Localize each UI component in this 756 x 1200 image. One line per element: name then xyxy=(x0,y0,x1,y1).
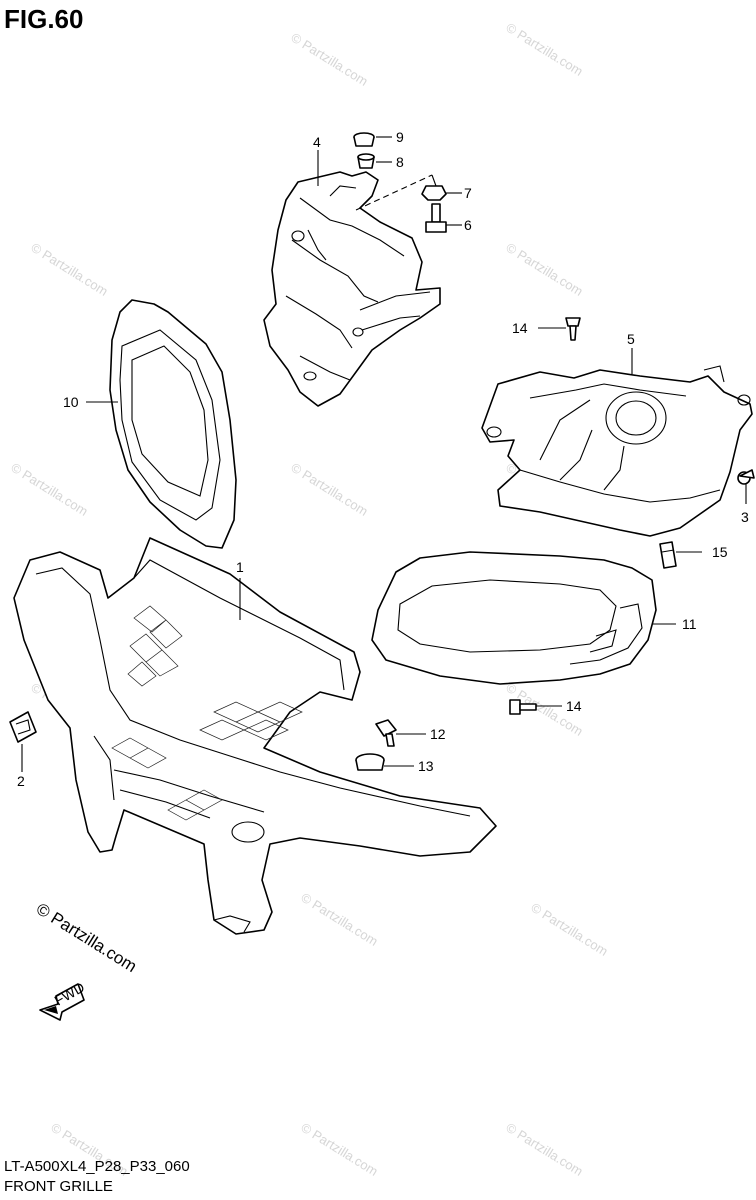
fastener-dash-line xyxy=(355,174,433,211)
figure-name: FRONT GRILLE xyxy=(4,1178,113,1195)
part-2-emblem xyxy=(9,711,37,743)
callout-14-upper: 14 xyxy=(512,320,528,336)
fastener-3-clip xyxy=(737,469,755,485)
partzilla-watermark: © Partzilla.com xyxy=(33,899,140,976)
part-4-headlight-housing xyxy=(263,171,441,407)
model-code: LT-A500XL4_P28_P33_060 xyxy=(4,1158,190,1175)
callout-1: 1 xyxy=(236,559,244,575)
callout-13: 13 xyxy=(418,758,434,774)
watermark-text: © Partzilla.com xyxy=(298,890,380,949)
watermark-text: © Partzilla.com xyxy=(503,240,585,299)
figure-title: FIG.60 xyxy=(4,4,84,34)
fastener-9-cushion xyxy=(353,132,375,147)
fastener-6-bolt xyxy=(425,203,447,233)
fwd-direction-arrow: FWD xyxy=(39,979,87,1021)
callout-7: 7 xyxy=(464,185,472,201)
part-1-front-grille xyxy=(13,537,497,935)
part-15-clip xyxy=(659,541,677,569)
watermark-text: © Partzilla.com xyxy=(503,20,585,79)
fastener-7-nut xyxy=(421,185,447,201)
callout-5: 5 xyxy=(627,331,635,347)
fastener-12-bolt xyxy=(375,719,397,747)
fastener-14-screw-lower xyxy=(509,699,537,715)
fastener-14-screw-upper xyxy=(565,317,581,341)
part-10-headlight-bezel xyxy=(109,299,237,549)
callout-2: 2 xyxy=(17,773,25,789)
callout-11: 11 xyxy=(682,616,697,632)
watermark-text: © Partzilla.com xyxy=(298,1120,380,1179)
watermark-text: © Partzilla.com xyxy=(288,30,370,89)
part-11-grille-panel xyxy=(371,551,657,685)
fastener-8-collar xyxy=(357,153,375,169)
callout-leaders xyxy=(21,136,747,772)
callout-14-lower: 14 xyxy=(566,698,582,714)
callout-10: 10 xyxy=(63,394,79,410)
watermark-text: © Partzilla.com xyxy=(28,240,110,299)
callout-9: 9 xyxy=(396,129,404,145)
callout-8: 8 xyxy=(396,154,404,170)
watermark-text: © Partzilla.com xyxy=(528,900,610,959)
fastener-13-grommet xyxy=(355,753,385,771)
callout-labels: 1 2 3 4 5 6 7 8 9 10 11 12 13 14 14 15 xyxy=(17,129,749,789)
callout-12: 12 xyxy=(430,726,446,742)
watermark-text: © Partzilla.com xyxy=(503,1120,585,1179)
callout-3: 3 xyxy=(741,509,749,525)
callout-6: 6 xyxy=(464,217,472,233)
callout-15: 15 xyxy=(712,544,728,560)
watermark-text: © Partzilla.com xyxy=(288,460,370,519)
watermark-text: © Partzilla.com xyxy=(8,460,90,519)
callout-4: 4 xyxy=(313,134,321,150)
part-5-headlight-mount xyxy=(481,365,753,537)
